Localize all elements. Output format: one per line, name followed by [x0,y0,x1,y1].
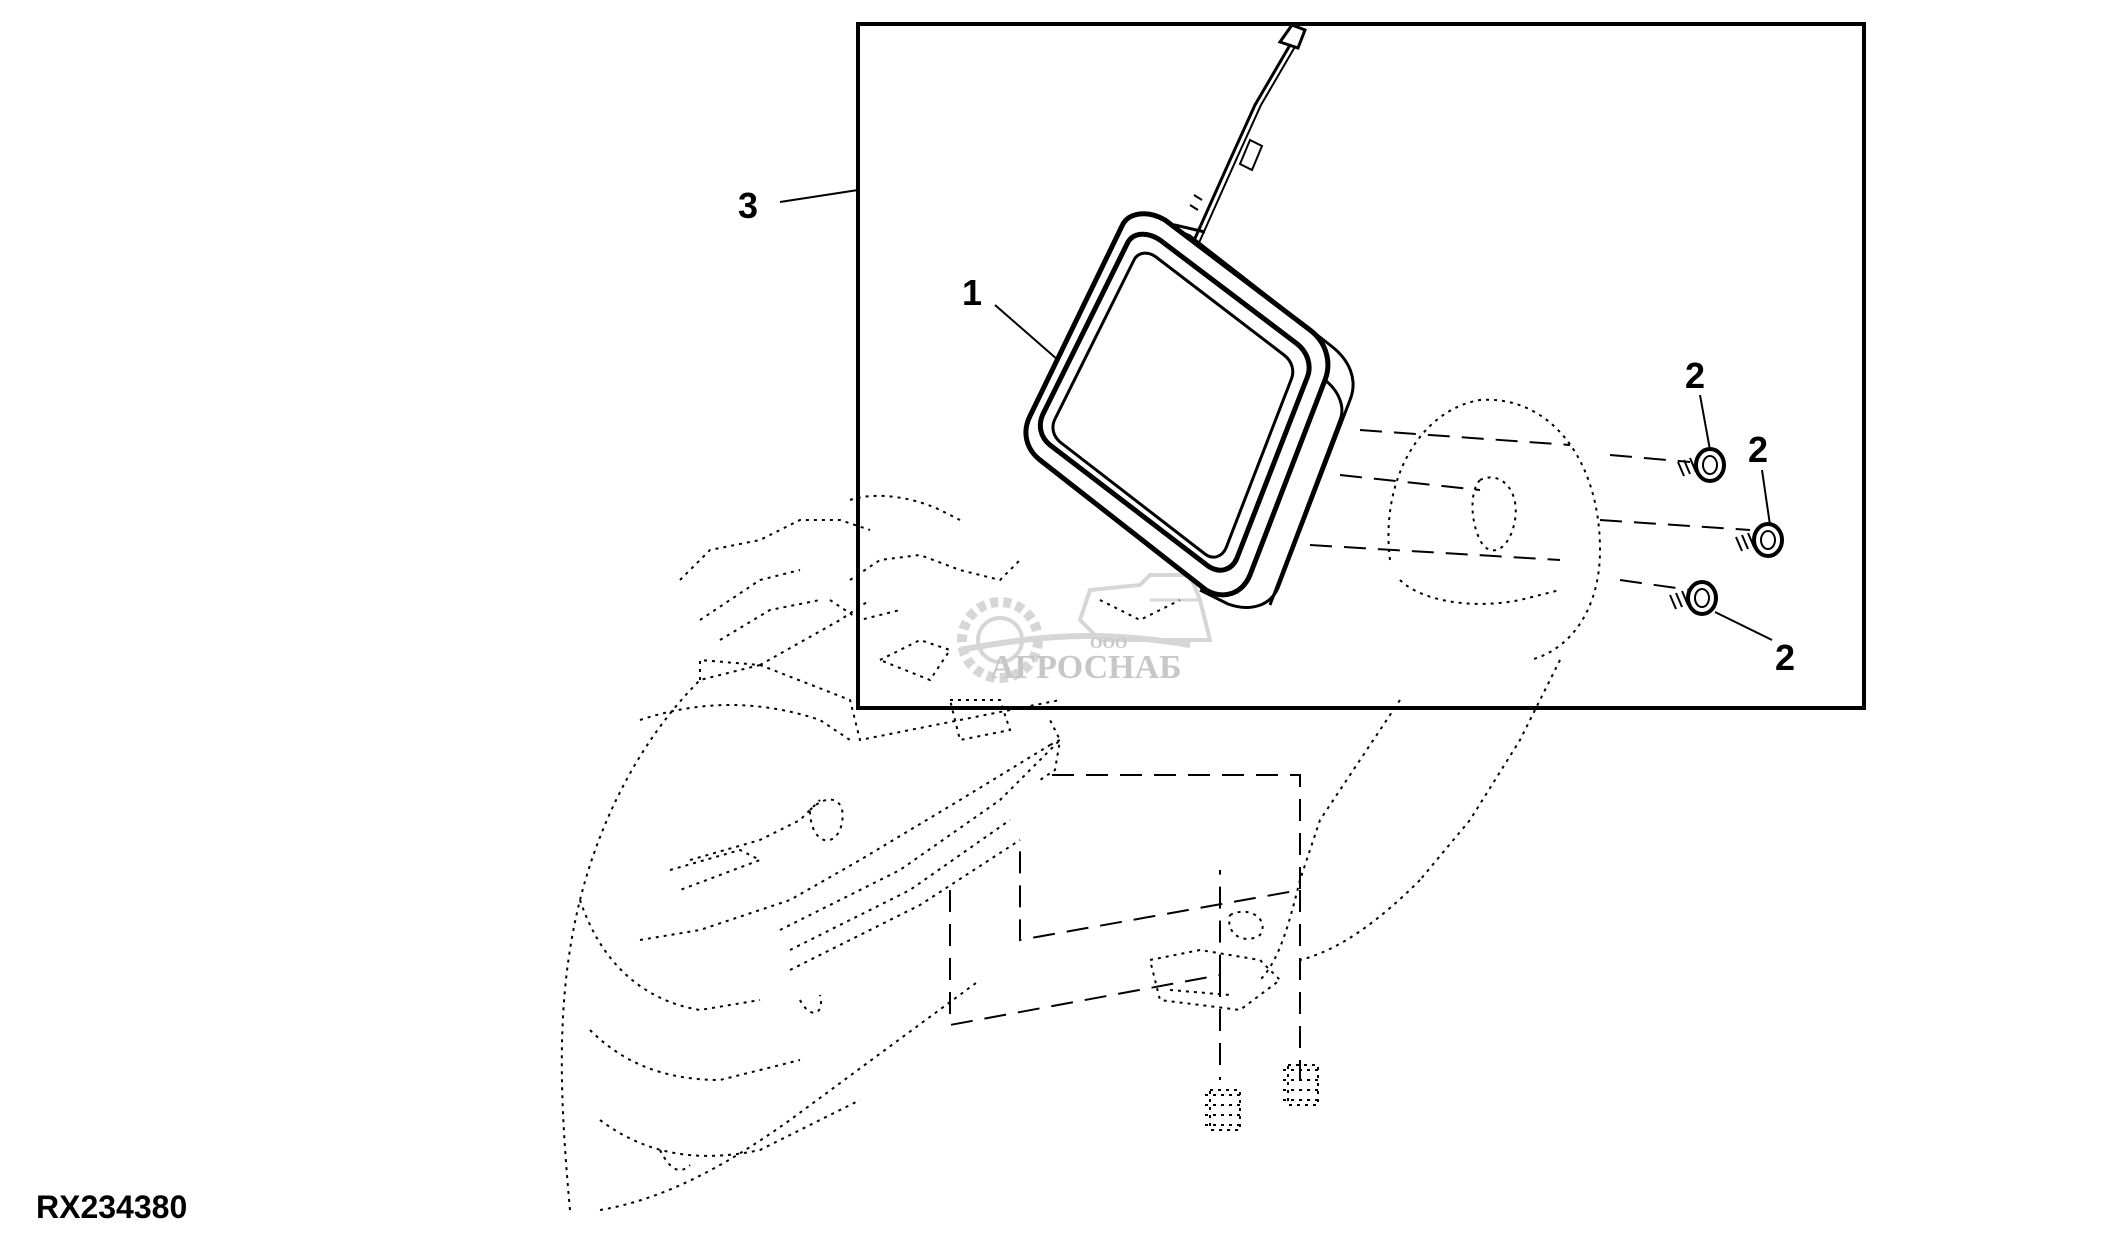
screw-middle [1735,522,1784,558]
figure-id-label: RX234380 [36,1189,187,1225]
callout-screw-middle: 2 [1748,429,1768,470]
watermark-prefix: ООО [1090,635,1127,652]
watermark-name: АГРОСНАБ [990,649,1182,686]
screw-bottom [1669,580,1718,616]
callout-screw-top: 2 [1685,355,1705,396]
leader-lines [779,189,1773,641]
lower-bolt-left [1205,1089,1245,1131]
callout-display: 1 [962,272,982,313]
kit-frame [856,22,1866,710]
display-monitor [1023,23,1355,609]
alignment-dash-lines [949,429,1751,1080]
lower-bolt-right [1283,1064,1323,1106]
callout-kit: 3 [738,185,758,226]
agrosnab-watermark-logo: ООО АГРОСНАБ [957,573,1213,686]
callout-screw-bottom: 2 [1775,637,1795,678]
console-phantom-outline [560,398,1602,1211]
screw-top [1677,447,1726,483]
